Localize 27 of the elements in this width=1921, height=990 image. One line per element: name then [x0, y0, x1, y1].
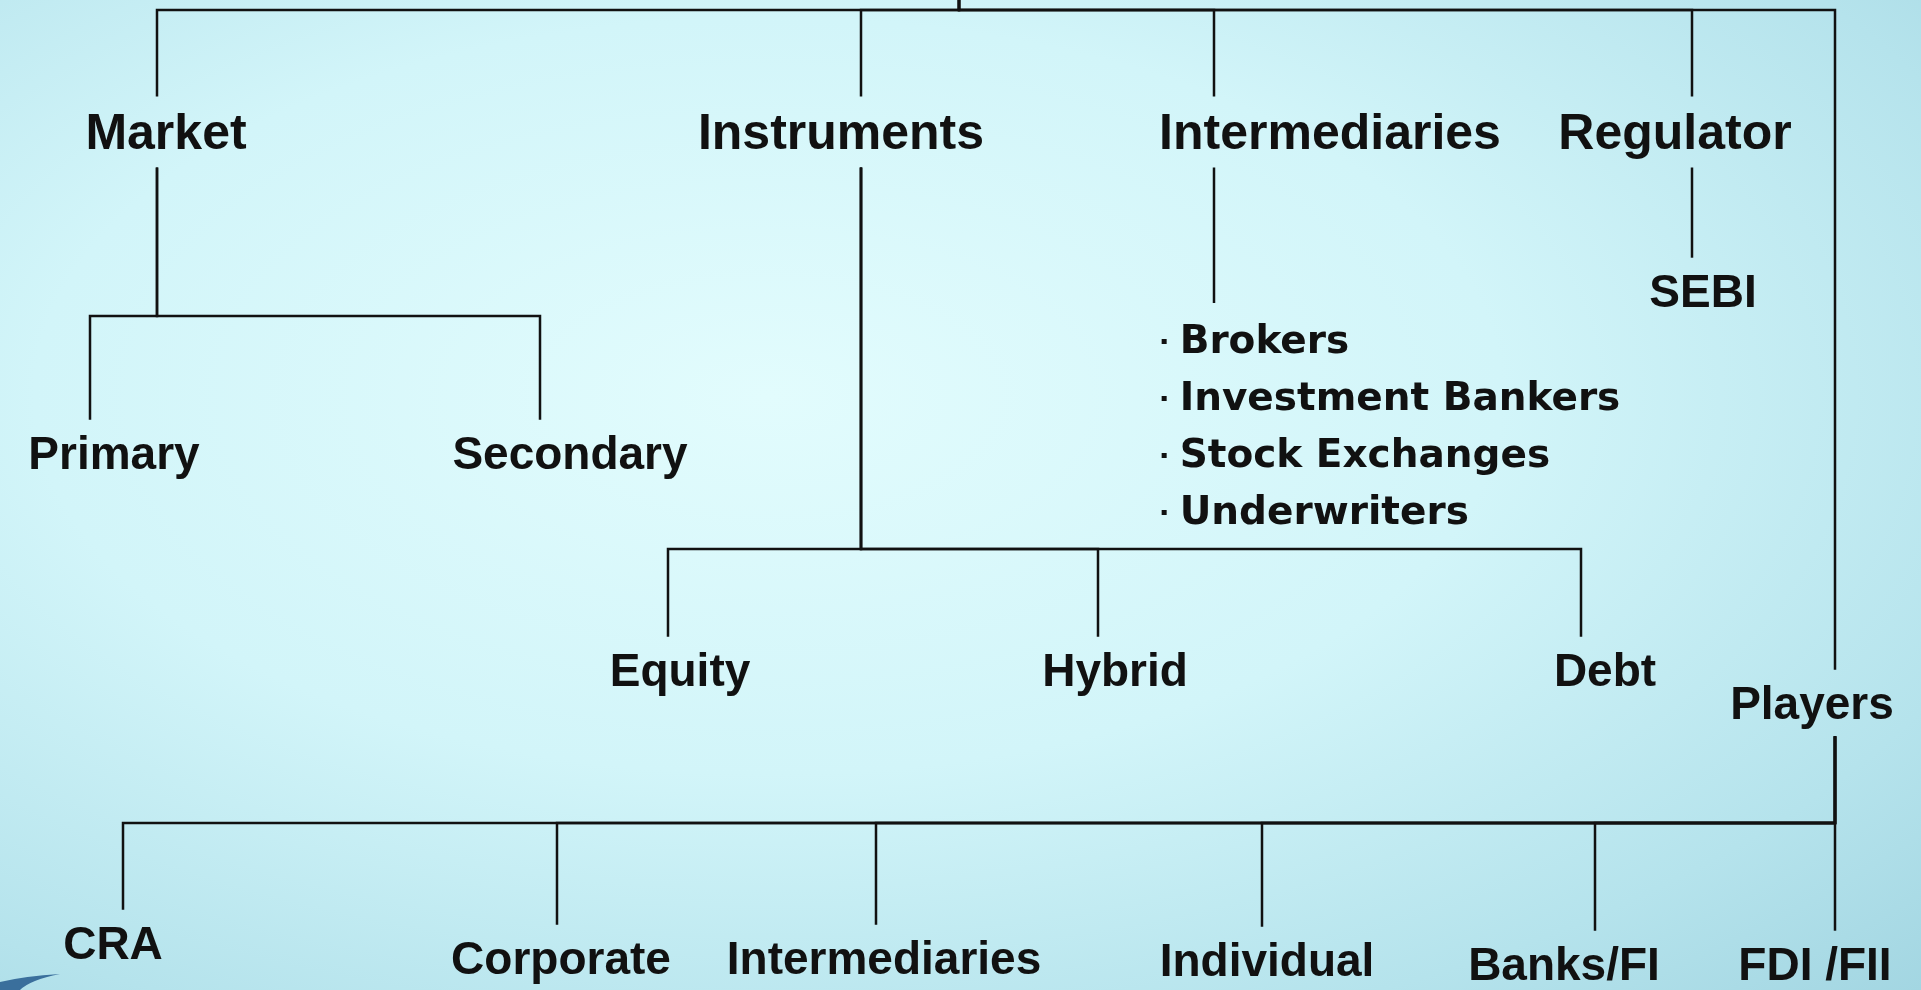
node-label: Debt [1553, 644, 1657, 696]
node-label: CRA [63, 917, 163, 969]
list-item: Stock Exchanges [1159, 425, 1621, 482]
node-label: Primary [28, 427, 200, 479]
list-item: Underwriters [1159, 482, 1621, 539]
node-label: FDI /FII [1738, 938, 1892, 990]
connector-line [859, 167, 1583, 637]
node-label: SEBI [1649, 265, 1757, 317]
list-item: Investment Bankers [1159, 368, 1621, 425]
node-label: Hybrid [1042, 644, 1188, 696]
node-label: Secondary [452, 427, 688, 479]
node-label: Instruments [697, 104, 985, 160]
node-label: Banks/FI [1468, 938, 1660, 990]
node-label: Intermediaries [1159, 104, 1501, 160]
connector-line [155, 167, 542, 420]
node-label: Corporate [451, 932, 671, 984]
connector-line [1690, 167, 1694, 258]
connector-line [1212, 167, 1216, 303]
node-label: Market [85, 104, 247, 160]
node-label: Players [1730, 677, 1894, 729]
connector-line [957, 0, 1837, 670]
node-label: Regulator [1558, 104, 1792, 160]
node-label: Intermediaries [726, 932, 1042, 984]
connector-line [1833, 736, 1837, 931]
node-label: Equity [609, 644, 751, 696]
node-label: Individual [1159, 934, 1375, 986]
list-item: Brokers [1159, 311, 1621, 368]
